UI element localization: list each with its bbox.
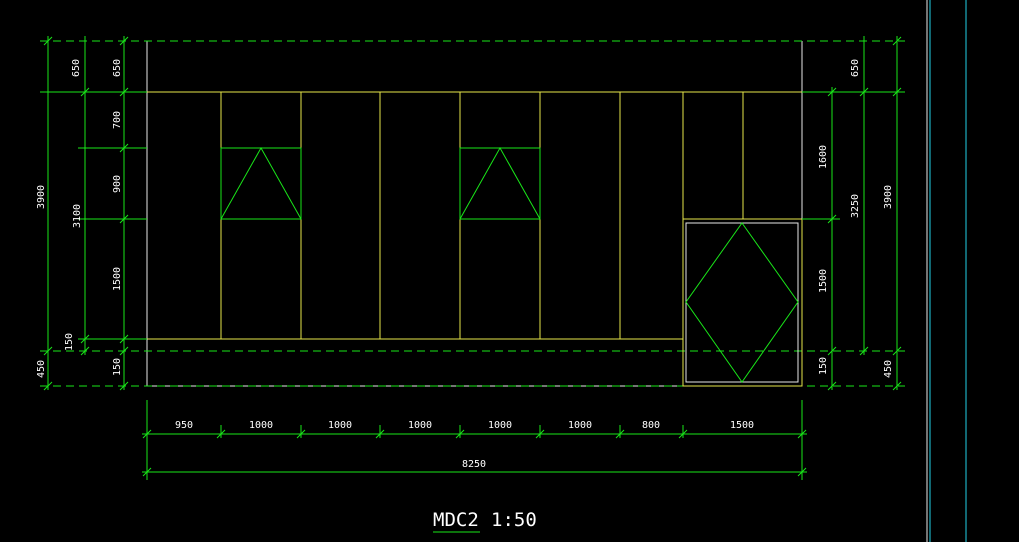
right-dimensions	[802, 36, 905, 391]
right-outer-total-label: 3900	[883, 185, 894, 209]
panel-dividers	[220, 92, 744, 386]
drawing-scale: 1:50	[491, 509, 537, 531]
left-inner-top-label: 650	[112, 59, 123, 77]
window-1	[220, 146, 302, 220]
left-mid-total-label: 3100	[72, 204, 83, 228]
right-outer-bottom-label: 450	[883, 360, 894, 378]
bottom-total-label: 8250	[462, 459, 486, 470]
left-outer-bottom-label: 450	[36, 360, 47, 378]
right-inner-c-label: 150	[818, 357, 829, 375]
bottom-segment-2-label: 1000	[249, 420, 273, 431]
drawing-frame	[926, 0, 967, 542]
right-mid-total-label: 3250	[850, 194, 861, 218]
door	[682, 218, 803, 387]
left-inner-b-label: 900	[112, 175, 123, 193]
right-outer-top-label: 650	[850, 59, 861, 77]
right-inner-b-label: 1500	[818, 269, 829, 293]
right-inner-a-label: 1600	[818, 145, 829, 169]
bottom-segment-1-label: 950	[175, 420, 193, 431]
bottom-dimensions	[142, 400, 807, 480]
bottom-segment-3-label: 1000	[328, 420, 352, 431]
bottom-segment-7-label: 800	[642, 420, 660, 431]
bottom-segment-8-label: 1500	[730, 420, 754, 431]
bottom-segment-6-label: 1000	[568, 420, 592, 431]
window-2	[459, 146, 541, 220]
left-mid-bottom-label: 150	[64, 333, 75, 351]
drawing-title: MDC2	[433, 509, 479, 531]
bottom-segment-4-label: 1000	[408, 420, 432, 431]
left-outer-top-label: 650	[71, 59, 82, 77]
left-inner-a-label: 700	[112, 111, 123, 129]
elevation-outline	[146, 41, 803, 387]
left-inner-c-label: 1500	[112, 267, 123, 291]
left-inner-d-label: 150	[112, 358, 123, 376]
left-outer-total-label: 3900	[36, 185, 47, 209]
bottom-segment-5-label: 1000	[488, 420, 512, 431]
left-dimensions	[40, 36, 147, 391]
